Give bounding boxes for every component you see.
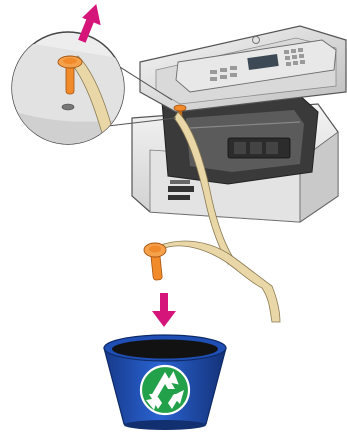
discard-arrow-down-icon [152, 293, 176, 327]
blue-recycle-bin-icon [104, 335, 226, 430]
orange-shipping-lock-icon-loose [144, 243, 166, 280]
recycle-symbol-icon [141, 366, 189, 414]
lock-hole [62, 104, 74, 110]
memory-card-slot [168, 186, 194, 192]
remove-lock-arrow-up-icon [78, 1, 107, 43]
printer [132, 26, 346, 264]
tan-ribbon-tape-icon [158, 241, 280, 322]
